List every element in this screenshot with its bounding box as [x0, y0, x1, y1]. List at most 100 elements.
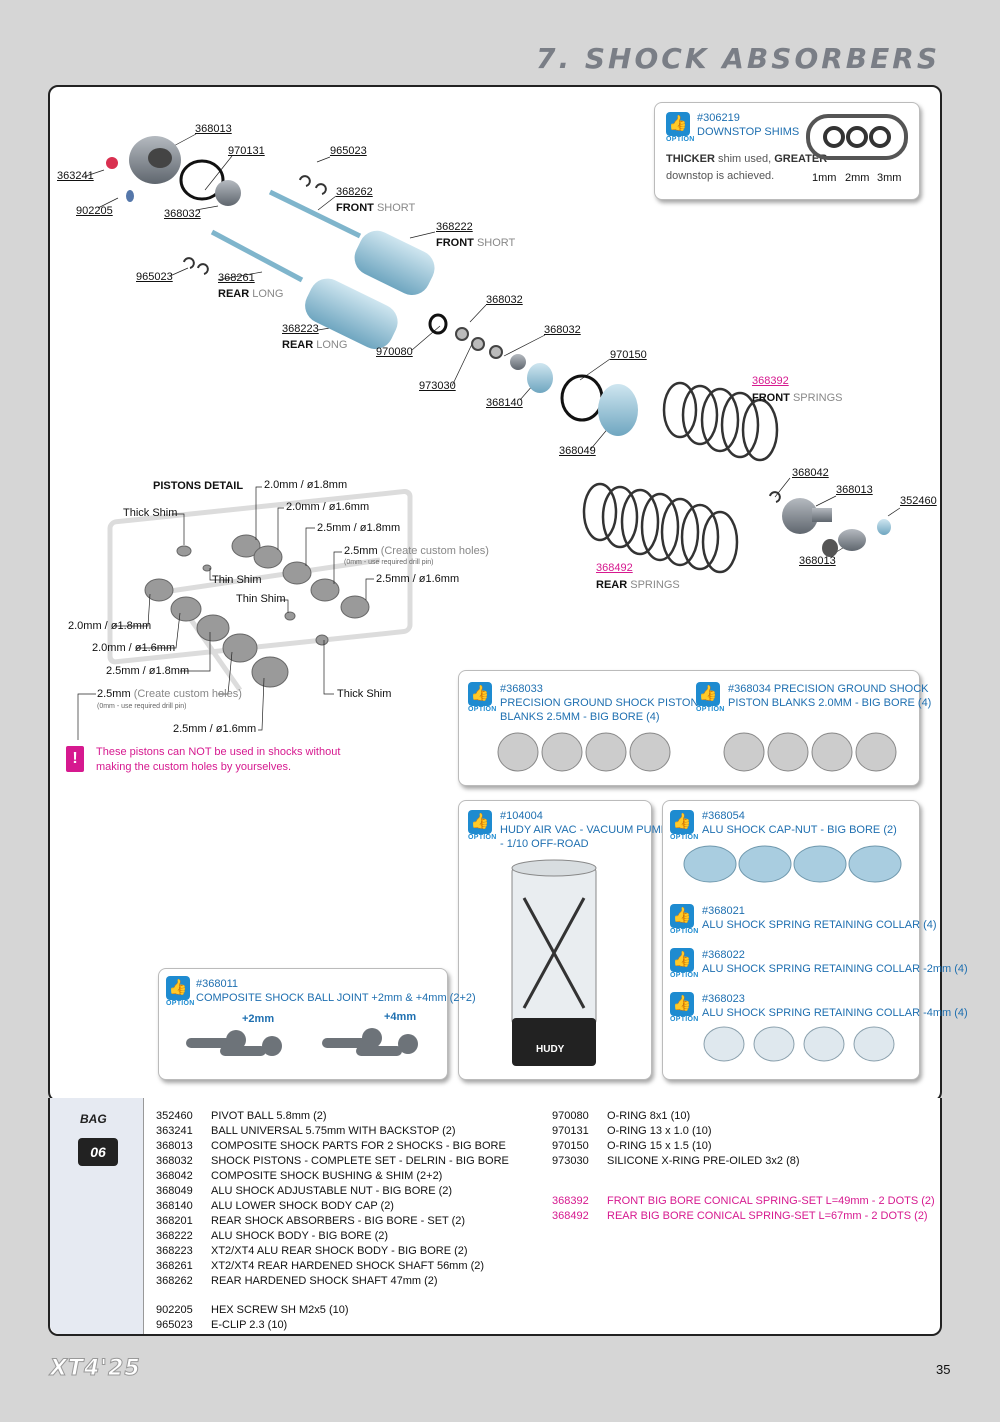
piston-label: 2.5mm / ø1.6mm — [376, 573, 460, 585]
part-number: 368013 — [156, 1140, 193, 1152]
option-badge: 👍OPTION — [670, 904, 698, 938]
rear-springs-label: REAR SPRINGS — [596, 579, 680, 591]
option-badge: 👍OPTION — [670, 948, 698, 982]
thumbs-up-icon: 👍 — [696, 682, 720, 706]
part-description: BALL UNIVERSAL 5.75mm WITH BACKSTOP (2) — [211, 1125, 456, 1137]
part-number: 902205 — [156, 1304, 193, 1316]
piston-blanks-image-2 — [723, 732, 897, 772]
shim-label: Thin Shim — [236, 593, 286, 605]
thumbs-up-icon: 👍 — [468, 810, 492, 834]
part-label-368222: 368222 — [436, 221, 473, 233]
part-number: 368049 — [156, 1185, 193, 1197]
part-number: 970080 — [552, 1110, 589, 1122]
ball-joints-image — [186, 1028, 418, 1056]
part-label-965023-b: 965023 — [136, 271, 173, 283]
piston-note: (0mm - use required drill pin) — [97, 703, 187, 710]
option-badge: 👍OPTION — [666, 112, 694, 146]
part-label-363241: 363241 — [57, 170, 94, 182]
piston-label: 2.5mm / ø1.8mm — [106, 665, 190, 677]
parts-row: 368140 ALU LOWER SHOCK BODY CAP (2) — [156, 1199, 509, 1214]
parts-row: 902205 HEX SCREW SH M2x5 (10) — [156, 1303, 349, 1318]
option-badge: 👍OPTION — [670, 992, 698, 1026]
piston-label: 2.5mm / ø1.6mm — [173, 723, 257, 735]
part-label-368262: 368262 — [336, 186, 373, 198]
part-description: O-RING 8x1 (10) — [607, 1110, 691, 1122]
part-label-368032-b: 368032 — [486, 294, 523, 306]
part-label-368140: 368140 — [486, 397, 523, 409]
part-description: COMPOSITE SHOCK BUSHING & SHIM (2+2) — [211, 1170, 443, 1182]
piston-blanks-image — [497, 732, 671, 772]
part-label-368049: 368049 — [559, 445, 596, 457]
bag-sidebar: BAG 06 — [50, 1098, 144, 1334]
warning-text: These pistons can NOT be used in shocks … — [96, 746, 341, 758]
option-box-ball-joint — [158, 968, 448, 1080]
bag-label: BAG — [80, 1112, 107, 1126]
piston-label: 2.0mm / ø1.8mm — [68, 620, 152, 632]
piston-label: 2.5mm / ø1.8mm — [317, 522, 401, 534]
part-label-973030: 973030 — [419, 380, 456, 392]
shims-sprue-image — [806, 114, 908, 160]
shim-size: 3mm — [877, 172, 902, 184]
piston-label: 2.0mm / ø1.6mm — [286, 501, 370, 513]
part-number: 368042 — [156, 1170, 193, 1182]
warning-icon: ! — [66, 746, 84, 772]
exploded-view-diagram — [77, 133, 901, 740]
part-description: O-RING 13 x 1.0 (10) — [607, 1125, 712, 1137]
part-number: 965023 — [156, 1319, 193, 1331]
part-label-368261: 368261 — [218, 272, 255, 284]
piston-note: (0mm - use required drill pin) — [344, 559, 434, 566]
part-description: HEX SCREW SH M2x5 (10) — [211, 1304, 349, 1316]
part-description: REAR HARDENED SHOCK SHAFT 47mm (2) — [211, 1275, 438, 1287]
part-description: ALU SHOCK ADJUSTABLE NUT - BIG BORE (2) — [211, 1185, 453, 1197]
piston-label: 2.5mm (Create custom holes) — [97, 688, 242, 700]
shim-size: 1mm — [812, 172, 837, 184]
part-description: ALU LOWER SHOCK BODY CAP (2) — [211, 1200, 394, 1212]
part-label-970150: 970150 — [610, 349, 647, 361]
part-label-368042: 368042 — [792, 467, 829, 479]
piston-label: 2.0mm / ø1.6mm — [92, 642, 176, 654]
pump-brand: HUDY — [536, 1044, 565, 1055]
part-number: 368222 — [156, 1230, 193, 1242]
part-number: 368223 — [156, 1245, 193, 1257]
collars-image — [703, 1026, 895, 1062]
option-box-downstop-shims — [654, 102, 920, 200]
shim-label: Thick Shim — [123, 507, 178, 519]
pistons-detail-title: PISTONS DETAIL — [153, 480, 244, 492]
ball-joint-variant: +4mm — [384, 1011, 417, 1023]
bag-parts-panel: BAG 06 — [48, 1098, 942, 1336]
front-springs-label: FRONT SPRINGS — [752, 392, 843, 404]
thumbs-up-icon: 👍 — [670, 948, 694, 972]
part-description: O-RING 15 x 1.5 (10) — [607, 1140, 712, 1152]
part-number: 368140 — [156, 1200, 193, 1212]
part-label-368013: 368013 — [195, 123, 232, 135]
ball-joint-variant: +2mm — [242, 1013, 275, 1025]
part-description: SHOCK PISTONS - COMPLETE SET - DELRIN - … — [211, 1155, 509, 1167]
vacuum-pump-image — [511, 859, 597, 1066]
part-label-368032-c: 368032 — [544, 324, 581, 336]
part-description: REAR BIG BORE CONICAL SPRING-SET L=67mm … — [607, 1210, 928, 1222]
part-number: 368201 — [156, 1215, 193, 1227]
part-number: 970150 — [552, 1140, 589, 1152]
part-label-368223: 368223 — [282, 323, 319, 335]
part-number: 368032 — [156, 1155, 193, 1167]
shim-label: Thin Shim — [212, 574, 262, 586]
part-label-368492: 368492 — [596, 562, 633, 574]
